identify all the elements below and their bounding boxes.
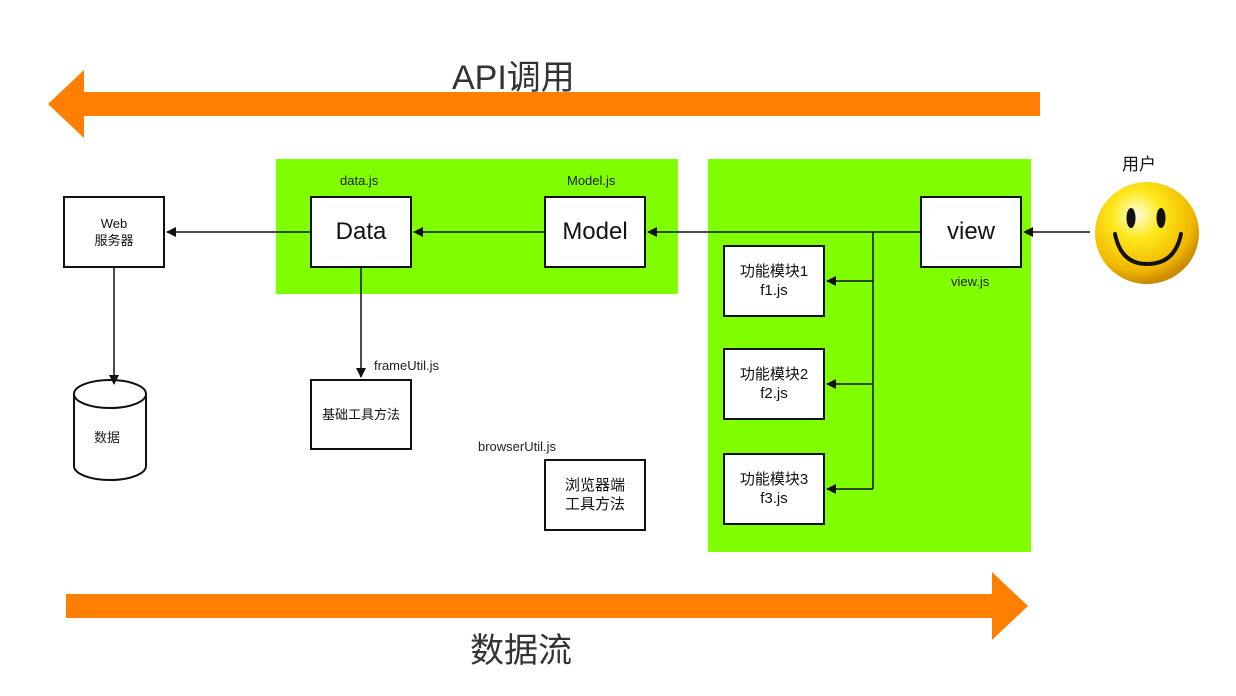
web-server-box: Web 服务器 xyxy=(63,196,165,268)
browser-util-file-label: browserUtil.js xyxy=(478,439,557,454)
smiley-face-icon xyxy=(1095,182,1199,284)
frame-util-file-label: frameUtil.js xyxy=(374,358,440,373)
view-box: view xyxy=(920,196,1022,268)
model-file-label: Model.js xyxy=(567,173,616,188)
data-file-label: data.js xyxy=(340,173,379,188)
view-file-label: view.js xyxy=(951,274,990,289)
api-call-title: API调用 xyxy=(452,59,575,97)
data-flow-title: 数据流 xyxy=(470,632,572,670)
module-2-box: 功能模块2 f2.js xyxy=(723,348,825,420)
module-1-box: 功能模块1 f1.js xyxy=(723,245,825,317)
user-label: 用户 xyxy=(1122,155,1156,174)
model-box: Model xyxy=(544,196,646,268)
browser-util-box: 浏览器端 工具方法 xyxy=(544,459,646,531)
database-label: 数据 xyxy=(94,430,121,445)
data-box: Data xyxy=(310,196,412,268)
api-call-arrow xyxy=(48,70,1040,138)
module-3-box: 功能模块3 f3.js xyxy=(723,453,825,525)
data-flow-arrow xyxy=(66,572,1028,640)
frame-util-box: 基础工具方法 xyxy=(310,379,412,450)
